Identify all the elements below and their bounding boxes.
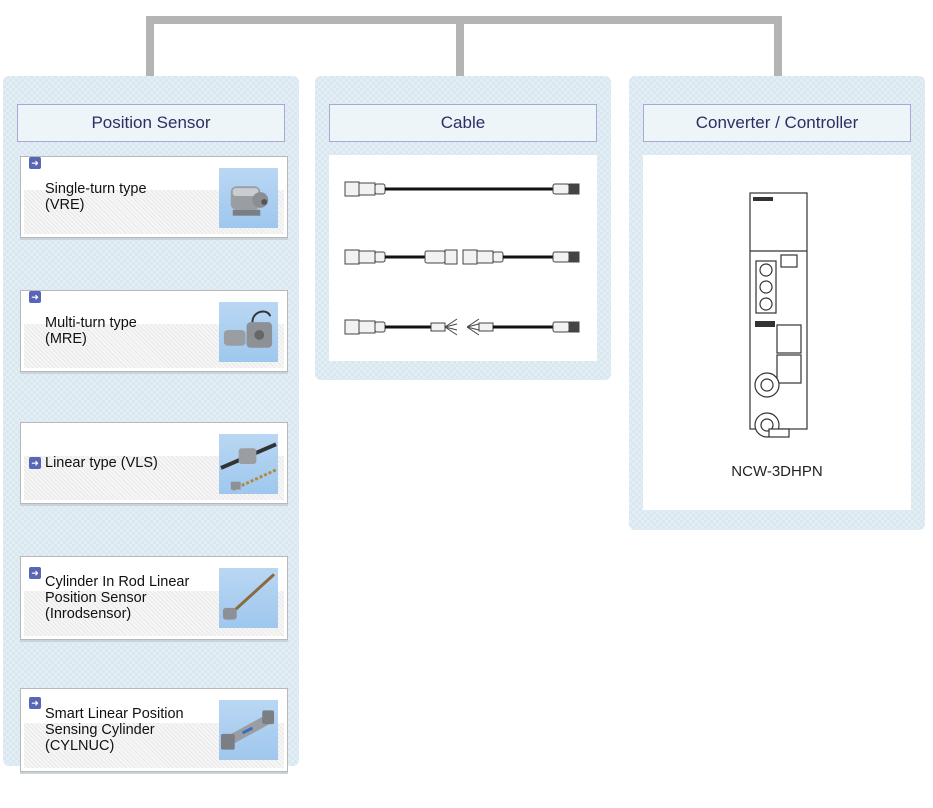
connector-right (774, 16, 782, 76)
arrow-right-icon: ➜ (29, 157, 41, 169)
panel-title: Cable (440, 113, 486, 132)
arrow-right-icon: ➜ (29, 457, 41, 469)
item-card-inrodsensor[interactable]: ➜ Cylinder In Rod Linear Position Sensor… (20, 556, 288, 640)
item-label: Linear type (VLS) (45, 455, 158, 471)
split-end-cable (344, 318, 580, 336)
item-card-mre[interactable]: ➜ Multi-turn type (MRE) (20, 290, 288, 372)
extension-cable (344, 249, 580, 265)
connector-horizontal (146, 16, 782, 24)
rotary-encoder-image (219, 168, 278, 228)
model-label: NCW-3DHPN (731, 463, 823, 480)
cable-header: Cable (329, 104, 597, 142)
connector-center (456, 16, 464, 76)
arrow-right-icon: ➜ (29, 567, 41, 579)
panel-title: Converter / Controller (695, 113, 859, 132)
rod-sensor-image (219, 568, 278, 628)
straight-cable (344, 181, 580, 197)
cable-illustration (344, 181, 580, 336)
converter-header: Converter / Controller (643, 104, 911, 142)
item-label: Smart Linear Position Sensing Cylinder (… (45, 706, 184, 754)
cable-panel: Cable (315, 76, 611, 380)
item-label: Cylinder In Rod Linear Position Sensor (… (45, 574, 190, 622)
multi-turn-encoder-image (219, 302, 278, 362)
item-label: Single-turn type (VRE) (45, 181, 147, 213)
converter-content[interactable]: NCW-3DHPN (643, 155, 911, 510)
arrow-right-icon: ➜ (29, 697, 41, 709)
cylinder-image (219, 700, 278, 760)
linear-sensor-image (219, 434, 278, 494)
arrow-right-icon: ➜ (29, 291, 41, 303)
item-label: Multi-turn type (MRE) (45, 315, 137, 347)
position-sensor-panel: Position Sensor ➜ Single-turn type (VRE)… (3, 76, 299, 772)
cable-content (329, 155, 597, 361)
position-sensor-header: Position Sensor (17, 104, 285, 142)
panel-title: Position Sensor (91, 113, 211, 132)
item-card-vre[interactable]: ➜ Single-turn type (VRE) (20, 156, 288, 238)
converter-panel: Converter / Controller NCW (629, 76, 925, 530)
connector-left (146, 16, 154, 76)
item-card-cylnuc[interactable]: ➜ Smart Linear Position Sensing Cylinder… (20, 688, 288, 772)
item-card-vls[interactable]: ➜ Linear type (VLS) (20, 422, 288, 504)
controller-image (749, 192, 808, 438)
